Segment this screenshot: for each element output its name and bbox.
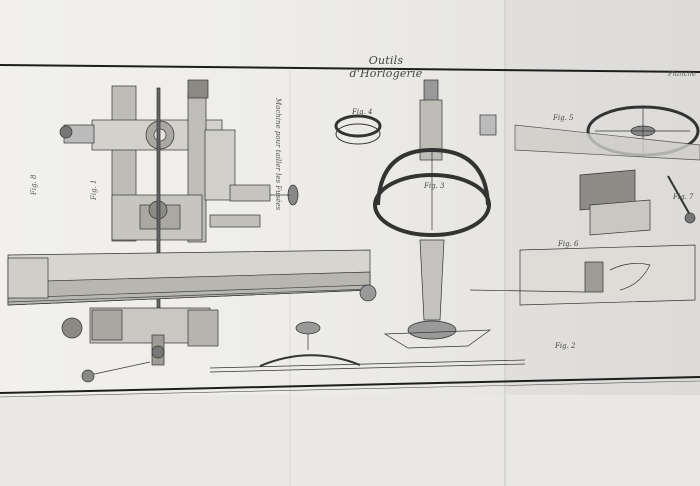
figure-label-8: Fig. 8	[30, 174, 38, 195]
machine-bed	[7, 249, 377, 306]
plate-label: Planche	[668, 70, 697, 78]
figure-label-4: Fig. 4	[352, 108, 373, 116]
figure-label-6: Fig. 6	[558, 240, 579, 248]
fusee-stand	[334, 79, 492, 349]
fusee-machine	[59, 79, 299, 329]
plate-title: Outils d'Horlogerie	[349, 54, 423, 80]
figure-label-7: Fig. 7	[673, 193, 694, 201]
figure-label-3: Fig. 3	[424, 182, 445, 190]
figure-label-2: Fig. 2	[555, 342, 576, 350]
plate-caption: Machine pour tailler les Fusées	[274, 98, 282, 211]
right-figures	[469, 105, 700, 306]
lower-rod	[209, 321, 526, 373]
figure-label-1: Fig. 1	[90, 179, 98, 200]
figure-label-5: Fig. 5	[553, 114, 574, 122]
lower-assembly	[61, 307, 219, 383]
